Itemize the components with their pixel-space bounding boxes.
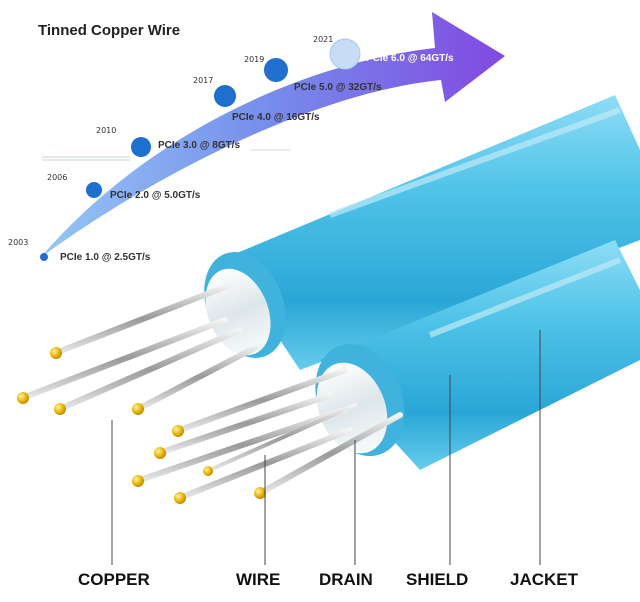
milestone-pcie3: PCIe 3.0 @ 8GT/s <box>158 140 241 151</box>
year-2017: 2017 <box>193 76 214 85</box>
upper-cable <box>204 95 640 370</box>
label-drain: DRAIN <box>319 570 373 589</box>
milestone-pcie6: PCIe 6.0 @ 64GT/s <box>366 53 454 64</box>
label-shield: SHIELD <box>406 570 469 589</box>
year-2010: 2010 <box>96 126 117 135</box>
upper-wires <box>17 282 263 415</box>
year-2019: 2019 <box>244 55 265 64</box>
leader-lines <box>111 330 541 565</box>
label-copper: COPPER <box>78 570 150 589</box>
year-2021: 2021 <box>313 35 334 44</box>
title: Tinned Copper Wire <box>38 22 181 39</box>
milestone-pcie2: PCIe 2.0 @ 5.0GT/s <box>110 190 201 201</box>
label-wire: WIRE <box>236 570 281 589</box>
lower-wires <box>132 367 403 504</box>
year-2006: 2006 <box>47 173 68 182</box>
milestone-pcie1: PCIe 1.0 @ 2.5GT/s <box>60 252 151 263</box>
milestone-dots <box>40 38 361 261</box>
milestone-pcie5: PCIe 5.0 @ 32GT/s <box>294 82 382 93</box>
label-jacket: JACKET <box>510 570 579 589</box>
faint-text <box>42 149 290 161</box>
milestone-pcie4: PCIe 4.0 @ 16GT/s <box>232 112 320 123</box>
year-2003: 2003 <box>8 238 29 247</box>
timeline-arrow <box>40 12 505 258</box>
